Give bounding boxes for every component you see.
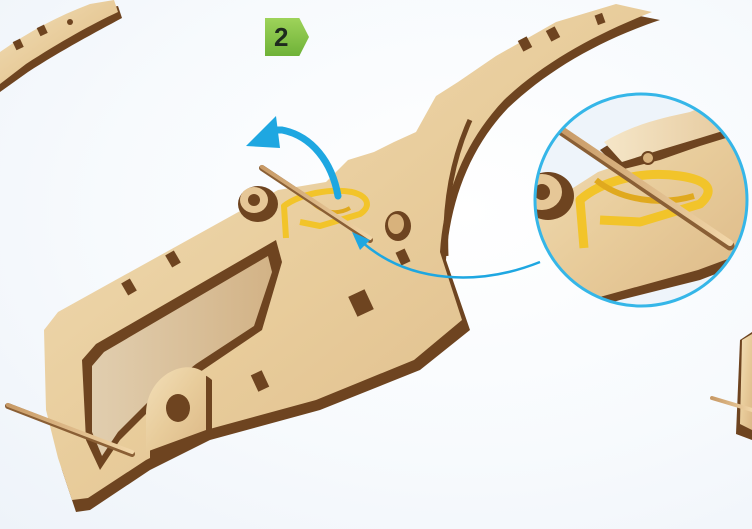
magnified-detail — [520, 90, 752, 320]
step-number: 2 — [274, 24, 288, 50]
wooden-part-top-left — [0, 0, 122, 92]
wooden-part-bottom-right — [712, 332, 752, 440]
